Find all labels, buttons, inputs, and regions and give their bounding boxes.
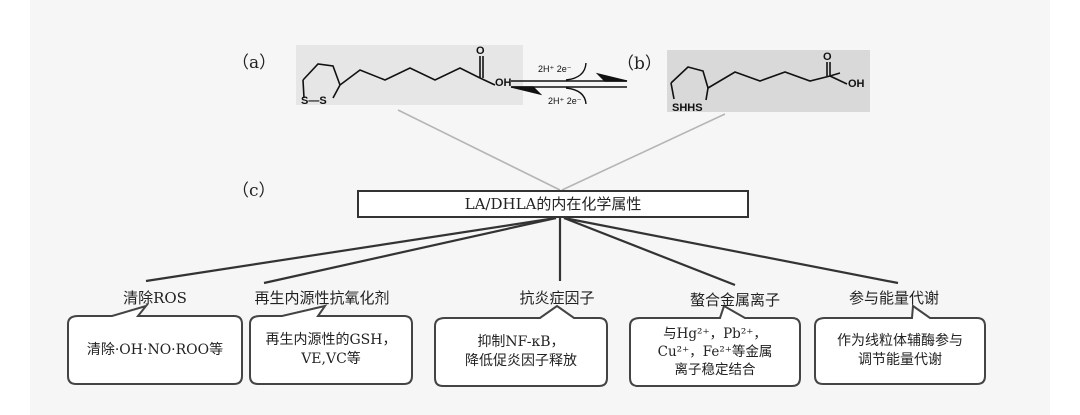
molecule-a-ring-label: S—S: [301, 95, 327, 107]
detail-5-line-1: 作为线粒体辅酶参与: [837, 333, 963, 349]
category-title-2: 再生内源性抗氧化剂: [254, 289, 390, 307]
molecule-a-structure: [302, 56, 496, 99]
main-property-box: LA/DHLA的内在化学属性: [357, 190, 749, 218]
category-title-4: 螯合金属离子: [689, 291, 781, 309]
branch-line-2: [263, 216, 557, 285]
detail-3-line-2: 降低促炎因子释放: [465, 353, 577, 369]
panel-label-b: （b）: [617, 54, 662, 74]
detail-2-line-1: 再生内源性的GSH，: [265, 332, 397, 348]
panel-label-c: （c）: [232, 181, 276, 201]
detail-2-line-2: VE,VC等: [301, 351, 361, 367]
category-detail-5: 作为线粒体辅酶参与 调节能量代谢: [815, 318, 985, 384]
molecule-b-structure: [670, 62, 848, 101]
bubble-shape-5: [814, 304, 986, 385]
category-title-1: 清除ROS: [123, 289, 187, 307]
bubble-shape-2: [249, 304, 413, 385]
molecule-b-ring-label: SHHS: [672, 102, 703, 114]
category-title-5: 参与能量代谢: [848, 289, 940, 307]
molecule-b-panel: [667, 50, 870, 112]
branch-line-5: [563, 216, 899, 285]
detail-4-line-1: 与Hg²⁺，Pb²⁺，: [663, 326, 767, 342]
molecule-b-hydroxyl: OH: [848, 78, 865, 90]
bubble-shape-3: [434, 304, 608, 387]
category-detail-2: 再生内源性的GSH， VE,VC等: [250, 316, 412, 384]
bubble-shape-1: [67, 304, 243, 385]
category-title-3: 抗炎症因子: [519, 289, 595, 307]
connector-b-to-main: [561, 113, 726, 191]
detail-1-line-1: 清除·OH·NO·ROO等: [86, 341, 224, 358]
panel-label-a: （a）: [232, 53, 277, 73]
detail-5-line-2: 调节能量代谢: [858, 352, 942, 368]
reversible-reaction-arrows: [510, 62, 628, 105]
reverse-reaction-label: 2H⁺ 2e⁻: [548, 96, 582, 106]
detail-4-line-3: 离子稳定结合: [674, 362, 756, 378]
category-detail-3: 抑制NF-κB， 降低促炎因子释放: [435, 318, 607, 386]
bubble-shape-4: [629, 304, 801, 387]
forward-reaction-label: 2H⁺ 2e⁻: [538, 64, 572, 74]
branch-line-1: [145, 216, 557, 283]
detail-3-line-1: 抑制NF-κB，: [477, 334, 565, 350]
detail-4-line-2: Cu²⁺，Fe²⁺等金属: [657, 344, 773, 360]
connector-a-to-main: [397, 109, 561, 191]
molecule-b-carbonyl-o: O: [823, 51, 832, 63]
molecule-a-carbonyl-o: O: [476, 45, 485, 57]
molecule-a-hydroxyl: OH: [495, 77, 512, 89]
branch-line-4: [563, 216, 736, 287]
category-detail-4: 与Hg²⁺，Pb²⁺， Cu²⁺，Fe²⁺等金属 离子稳定结合: [630, 318, 800, 386]
category-detail-1: 清除·OH·NO·ROO等: [68, 316, 242, 384]
